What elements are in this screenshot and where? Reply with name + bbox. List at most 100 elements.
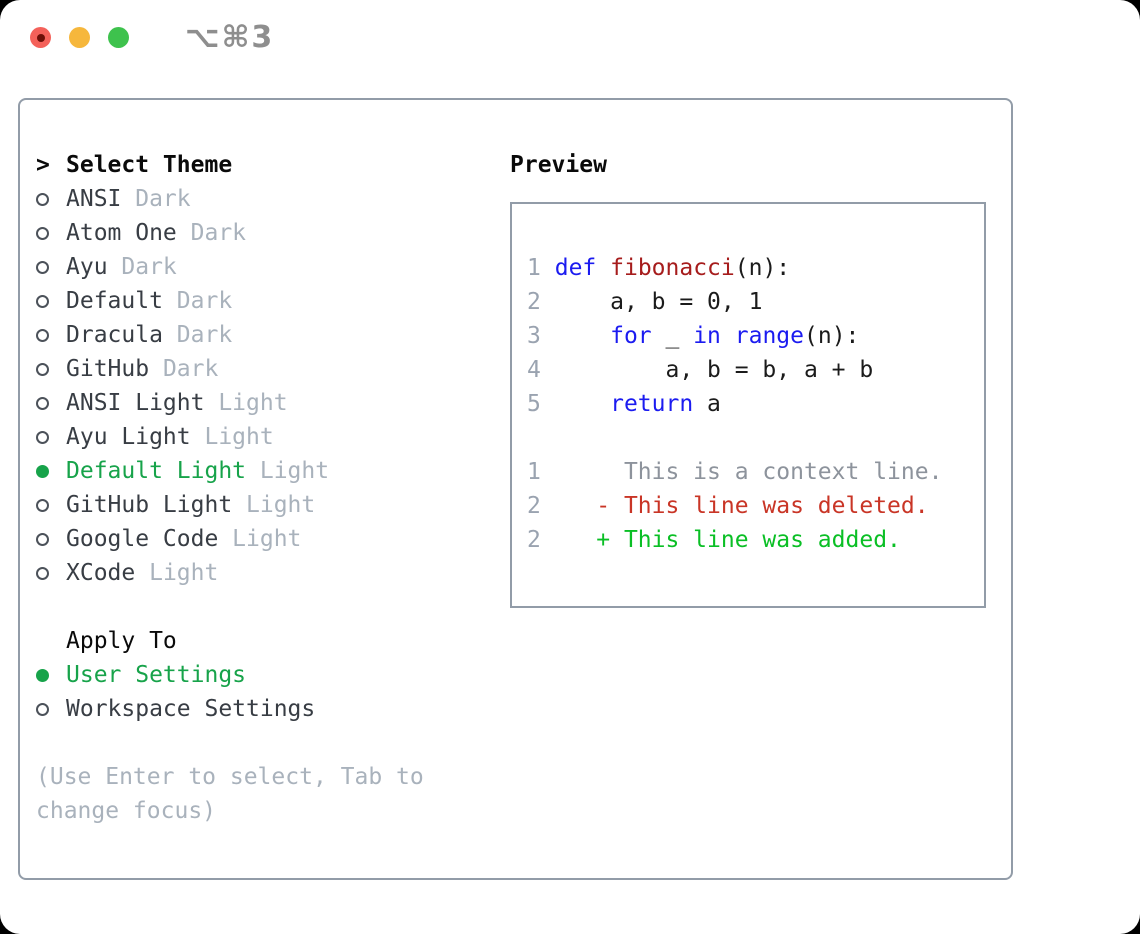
apply-option-workspace-settings[interactable]: Workspace Settings: [36, 692, 476, 726]
theme-option-ayu[interactable]: Ayu Dark: [36, 250, 476, 284]
theme-option-github-light[interactable]: GitHub Light Light: [36, 488, 476, 522]
theme-variant-label: Dark: [176, 322, 233, 348]
diff-preview: 1 This is a context line. 2 - This line w…: [527, 455, 984, 557]
radio-marker: [36, 328, 66, 342]
option-label: User Settings: [66, 662, 247, 688]
theme-option-google-code[interactable]: Google Code Light: [36, 522, 476, 556]
theme-option-ayu-light[interactable]: Ayu Light Light: [36, 420, 476, 454]
radio-icon: [36, 430, 49, 444]
window-title-shortcut: ⌥⌘3: [185, 20, 275, 55]
select-theme-title: Select Theme: [66, 152, 233, 178]
preview-line: 2 - This line was deleted.: [527, 493, 929, 519]
minimize-button[interactable]: [69, 27, 90, 48]
option-label: XCode: [66, 560, 136, 586]
apply-to-header-row: Apply To: [36, 624, 476, 658]
preview-line: 4 a, b = b, a + b: [527, 357, 874, 383]
theme-variant-label: Light: [232, 526, 302, 552]
line-number: 2: [527, 527, 541, 553]
theme-variant-label: Light: [246, 492, 316, 518]
line-number: 2: [527, 493, 541, 519]
preview-line: 3 for _ in range(n):: [527, 323, 860, 349]
option-label: ANSI: [66, 186, 122, 212]
option-label: Google Code: [66, 526, 219, 552]
apply-to-title: Apply To: [66, 628, 177, 654]
preview-line: 1 def fibonacci(n):: [527, 255, 791, 281]
radio-marker: [36, 396, 66, 410]
radio-marker: [36, 226, 66, 240]
preview-box: 1 def fibonacci(n): 2 a, b = 0, 1 3 for _ …: [510, 202, 986, 608]
theme-variant-label: Dark: [162, 356, 219, 382]
theme-variant-label: Light: [218, 390, 288, 416]
option-label: Default Light: [66, 458, 247, 484]
radio-marker: [36, 668, 66, 682]
code-preview: 1 def fibonacci(n): 2 a, b = 0, 1 3 for _ …: [527, 251, 984, 421]
theme-option-atom-one[interactable]: Atom One Dark: [36, 216, 476, 250]
theme-option-dracula[interactable]: Dracula Dark: [36, 318, 476, 352]
zoom-button[interactable]: [108, 27, 129, 48]
line-number: 4: [527, 357, 541, 383]
line-number: 1: [527, 459, 541, 485]
preview-line: 2 a, b = 0, 1: [527, 289, 763, 315]
line-number: 3: [527, 323, 541, 349]
radio-icon: [36, 328, 49, 342]
apply-option-user-settings[interactable]: User Settings: [36, 658, 476, 692]
radio-marker: [36, 566, 66, 580]
option-label: Ayu Light: [66, 424, 191, 450]
theme-variant-label: Light: [149, 560, 219, 586]
radio-marker: [36, 532, 66, 546]
radio-icon: [36, 260, 49, 274]
preview-title: Preview: [510, 152, 607, 178]
radio-marker: [36, 192, 66, 206]
radio-icon: [36, 532, 49, 546]
preview-line: 5 return a: [527, 391, 721, 417]
option-label: GitHub Light: [66, 492, 233, 518]
select-theme-header-row: > Select Theme: [36, 148, 476, 182]
theme-option-ansi-light[interactable]: ANSI Light Light: [36, 386, 476, 420]
theme-option-ansi[interactable]: ANSI Dark: [36, 182, 476, 216]
radio-marker: [36, 702, 66, 716]
radio-icon: [36, 226, 49, 240]
radio-marker: [36, 498, 66, 512]
radio-selected-icon: [36, 464, 49, 478]
radio-selected-icon: [36, 668, 49, 682]
theme-variant-label: Dark: [121, 254, 177, 280]
radio-icon: [36, 498, 49, 512]
hint-text: (Use Enter to select, Tab to change focu…: [36, 764, 424, 824]
option-label: ANSI Light: [66, 390, 205, 416]
option-label: Workspace Settings: [66, 696, 316, 722]
line-number: 1: [527, 255, 541, 281]
radio-icon: [36, 396, 49, 410]
option-label: Dracula: [66, 322, 163, 348]
theme-option-default-light[interactable]: Default Light Light: [36, 454, 476, 488]
radio-icon: [36, 566, 49, 580]
radio-icon: [36, 294, 49, 308]
radio-marker: [36, 260, 66, 274]
radio-marker: [36, 362, 66, 376]
option-label: Atom One: [66, 220, 177, 246]
radio-marker: [36, 430, 66, 444]
preview-line: 1 This is a context line.: [527, 459, 943, 485]
close-button[interactable]: [30, 27, 51, 48]
theme-variant-label: Dark: [176, 288, 233, 314]
theme-variant-label: Light: [259, 458, 330, 484]
focus-caret-icon: >: [36, 152, 50, 178]
theme-variant-label: Dark: [135, 186, 191, 212]
radio-icon: [36, 362, 49, 376]
line-number: 5: [527, 391, 541, 417]
theme-variant-label: Dark: [190, 220, 247, 246]
line-number: 2: [527, 289, 541, 315]
radio-marker: [36, 294, 66, 308]
titlebar: ⌥⌘3: [0, 0, 1140, 75]
preview-line: 2 + This line was added.: [527, 527, 901, 553]
radio-marker: [36, 464, 66, 478]
theme-variant-label: Light: [204, 424, 274, 450]
theme-option-xcode[interactable]: XCode Light: [36, 556, 476, 590]
option-label: Ayu: [66, 254, 108, 280]
